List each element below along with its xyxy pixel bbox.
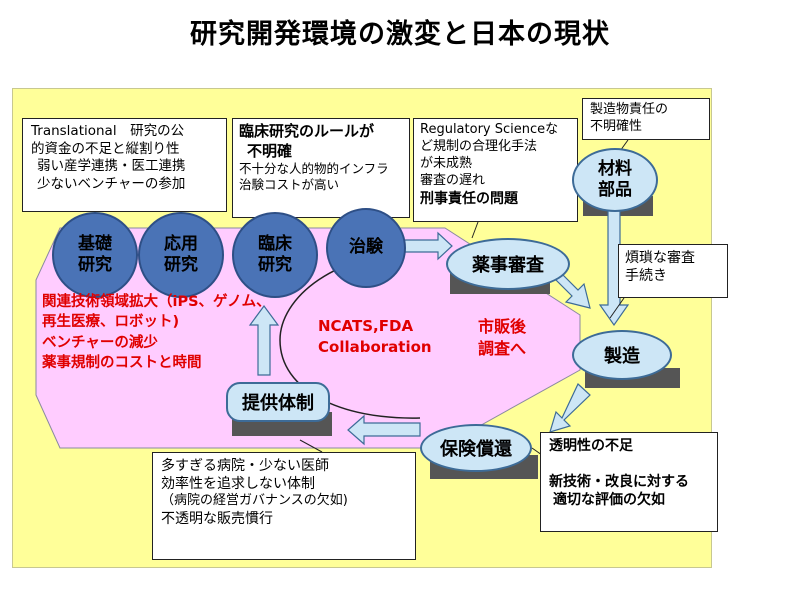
callout-hansa: 煩瑣な審査 手続き [618, 244, 728, 298]
callout-byoin: 多すぎる病院・少ない医師 効率性を追求しない体制 （病院の経営ガバナンスの欠如)… [152, 452, 416, 560]
node-kiso-kenkyu: 基礎 研究 [52, 212, 138, 298]
post-marketing-text: 市販後 調査へ [478, 317, 527, 359]
callout-regulatory: Regulatory Scienceな ど規制の合理化手法 が未成熟 審査の遅れ… [413, 118, 578, 222]
ncats-collaboration-text: NCATS,FDA Collaboration [318, 317, 432, 356]
node-zairyo-buhin: 材料 部品 [572, 148, 658, 212]
arrow-hoken-teikyo [347, 414, 421, 446]
arrow-chiken-yakuji [401, 231, 453, 261]
pointer-hansa [609, 297, 625, 319]
callout-toumeisei: 透明性の不足 新技術・改良に対する 適切な評価の欠如 [540, 432, 718, 532]
arrow-seizo-hoken [549, 383, 591, 433]
node-teikyo-taisei: 提供体制 [226, 382, 330, 422]
callout-seizobutsu: 製造物責任の 不明確性 [582, 98, 710, 140]
node-rinsho-kenkyu: 臨床 研究 [232, 212, 318, 298]
arrow-zairyo-seizo [598, 209, 630, 327]
issues-text: 関連技術領域拡大（iPS、ゲノム、 再生医療、ロボット) ベンチャーの減少 薬事… [42, 294, 271, 371]
callout-translational: Translational 研究の公 的資金の不足と縦割り性 弱い産学連携・医工… [22, 118, 227, 212]
arrow-teikyo-rinsho [248, 304, 280, 376]
node-chiken: 治験 [326, 208, 406, 288]
pointer-byoin [299, 439, 323, 453]
node-yakuji-shinsa: 薬事審査 [446, 238, 570, 290]
arrow-yakuji-seizo [553, 271, 591, 309]
pointer-regulatory [471, 221, 479, 239]
node-hoken-shokan: 保険償還 [420, 424, 532, 472]
callout-rinsho-rule: 臨床研究のルールが 不明確 不十分な人的物的インフラ 治験コストが高い [232, 118, 410, 218]
node-oyo-kenkyu: 応用 研究 [138, 212, 224, 298]
node-seizo: 製造 [572, 330, 672, 380]
page-title: 研究開発環境の激変と日本の現状 [190, 19, 610, 50]
